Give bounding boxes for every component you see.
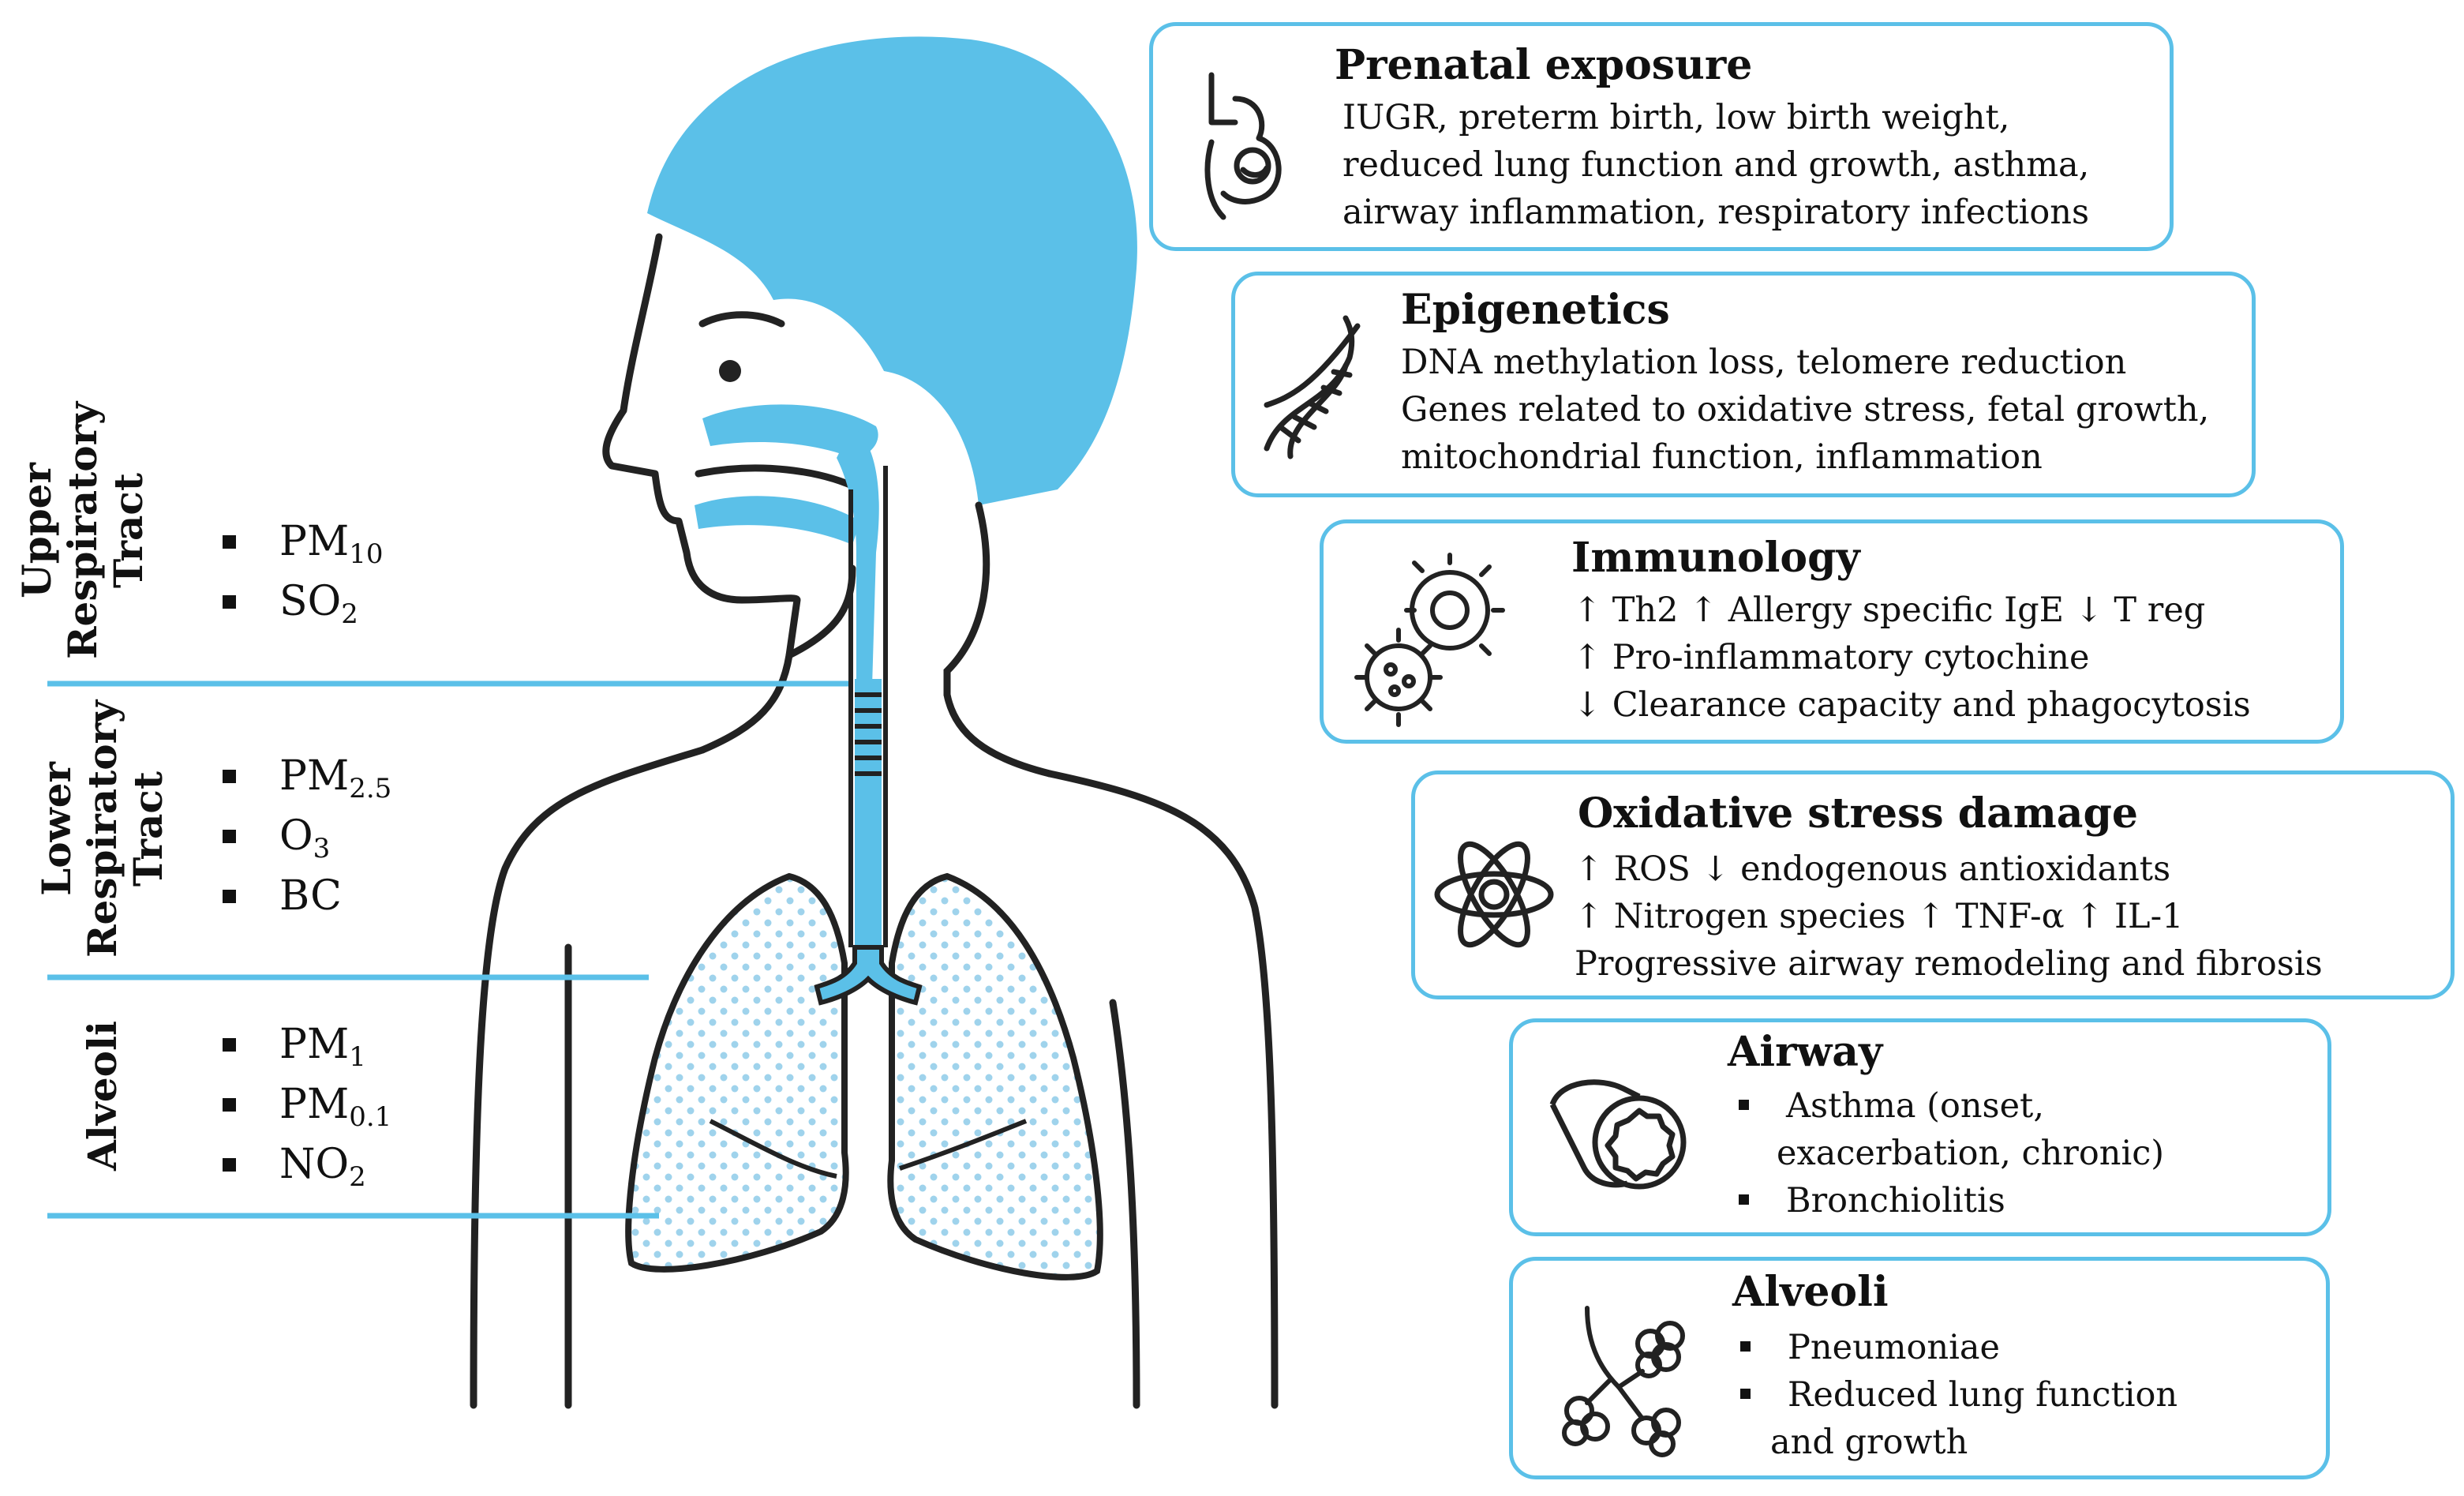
pollutant-item: PM2.5 — [223, 746, 391, 806]
hair — [647, 36, 1137, 505]
effect-title: Prenatal exposure — [1335, 41, 1753, 89]
shoulder-left — [470, 746, 706, 1409]
pollutant-item: O3 — [223, 806, 391, 866]
pollutant-list-lower: PM2.5 O3 BC — [223, 746, 391, 926]
region-label-alveoli: Alveoli — [79, 1021, 125, 1171]
effect-bullets: Asthma (onset, exacerbation, chronic) Br… — [1731, 1082, 2164, 1224]
right-lung-fissure — [899, 1119, 1028, 1171]
effect-description: ↑ Th2 ↑ Allergy specific IgE ↓ T reg ↑ P… — [1573, 591, 2251, 725]
effect-description: DNA methylation loss, telomere reduction… — [1401, 343, 2210, 477]
shoulder-right — [1046, 770, 1279, 1409]
left-lung — [625, 872, 849, 1273]
pollutant-item: PM1 — [223, 1014, 391, 1074]
effect-box-oxidative: Oxidative stress damage ↑ ROS ↓ endogeno… — [1411, 770, 2455, 999]
pollutant-item: SO2 — [223, 572, 384, 632]
effect-title: Epigenetics — [1401, 286, 1670, 334]
right-lung — [887, 872, 1103, 1280]
pollutant-item: PM0.1 — [223, 1074, 391, 1134]
effect-box-airway: Airway Asthma (onset, exacerbation, chro… — [1509, 1018, 2331, 1236]
effect-title: Alveoli — [1732, 1268, 1889, 1316]
tongue-line — [695, 464, 864, 493]
trachea-rings — [855, 692, 882, 776]
pollutant-list-upper: PM10 SO2 — [223, 512, 384, 632]
effect-description: ↑ ROS ↓ endogenous antioxidants ↑ Nitrog… — [1575, 849, 2323, 984]
trachea — [855, 679, 882, 947]
effect-title: Airway — [1728, 1028, 1883, 1076]
neck-left — [698, 651, 793, 754]
effect-bullets: Pneumoniae Reduced lung function and gro… — [1732, 1324, 2178, 1466]
airway-tube-icon — [1549, 1079, 1687, 1190]
region-label-lower: Lower Respiratory Tract — [33, 699, 171, 958]
dna-helix-icon — [1264, 315, 1361, 459]
bullet-item: Asthma (onset, — [1731, 1082, 2164, 1130]
bullet-item: Pneumoniae — [1732, 1324, 2178, 1371]
region-label-upper: Upper Respiratory Tract — [13, 401, 152, 660]
effect-title: Oxidative stress damage — [1578, 789, 2138, 838]
effect-description: IUGR, preterm birth, low birth weight, r… — [1342, 98, 2090, 232]
pregnant-woman-icon — [1204, 72, 1282, 220]
neck-right — [943, 691, 1054, 778]
eye — [719, 360, 741, 382]
bullet-item: Bronchiolitis — [1731, 1177, 2164, 1224]
head-outline — [602, 233, 801, 659]
oral-cavity — [695, 496, 860, 545]
effect-box-alveoli: Alveoli Pneumoniae Reduced lung function… — [1509, 1257, 2330, 1479]
effect-title: Immunology — [1571, 534, 1860, 582]
pharynx — [837, 426, 879, 687]
left-lung-fissure — [709, 1119, 837, 1179]
pollutant-item: PM10 — [223, 512, 384, 572]
immune-cell-virus-icon — [1354, 553, 1505, 727]
bullet-item: Reduced lung function — [1732, 1371, 2178, 1419]
arm-right — [1109, 999, 1140, 1409]
effect-box-epigenetics: Epigenetics DNA methylation loss, telome… — [1231, 272, 2256, 497]
back-of-head — [943, 501, 990, 699]
pollutant-item: BC — [223, 866, 391, 926]
bronchi — [814, 945, 923, 1006]
bullet-continuation: exacerbation, chronic) — [1777, 1134, 2165, 1173]
bullet-continuation: and growth — [1770, 1423, 1968, 1462]
pollutant-item: NO2 — [223, 1134, 391, 1194]
effect-box-prenatal: Prenatal exposure IUGR, preterm birth, l… — [1149, 22, 2174, 251]
atom-icon — [1434, 841, 1554, 948]
alveoli-cluster-icon — [1562, 1306, 1685, 1457]
pollutant-list-alveoli: PM1 PM0.1 NO2 — [223, 1014, 391, 1194]
eyebrow — [698, 311, 785, 328]
nasal-cavity — [702, 404, 878, 458]
effect-box-immunology: Immunology ↑ Th2 ↑ Allergy specific IgE … — [1320, 519, 2344, 744]
